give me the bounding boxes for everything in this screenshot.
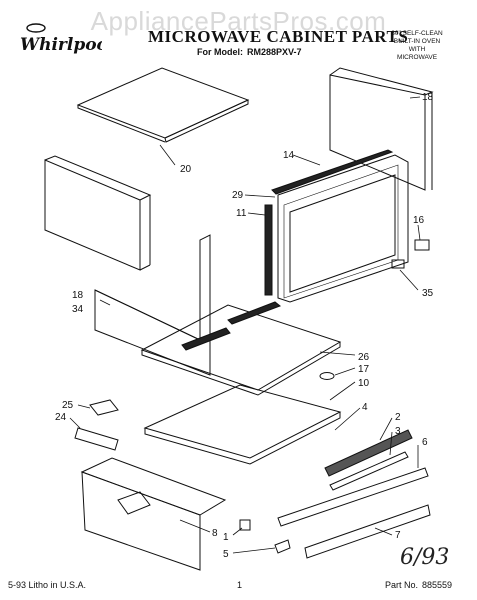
part-number-prefix: Part No. [385,580,419,590]
page-number: 1 [237,580,243,590]
model-prefix: For Model: [197,47,243,57]
product-description: 30" SELF-CLEAN BUILT-IN OVEN WITH MICROW… [372,30,462,62]
filter-part [324,429,413,477]
part-label: 26 [358,352,370,363]
middle-shelf-part [140,301,342,396]
leader-lines [69,96,421,554]
brand-name: Whirlpool [20,35,102,55]
part-label: 18 [72,290,84,301]
part-label: 29 [232,190,244,201]
part-label: 17 [358,364,370,375]
part-label: 2 [395,412,401,423]
subtitle-line: WITH [408,46,426,53]
watermark: AppliancePartsPros.com [90,6,387,36]
subtitle-line: MICROWAVE [396,54,438,61]
catch-part [391,239,430,269]
part-label: 35 [422,288,434,299]
part-label: 4 [362,402,368,413]
page-title: MICROWAVE CABINET PARTS [148,27,409,46]
part-number: Part No.885559 [385,580,456,590]
part-label: 1 [223,532,229,543]
part-label: 8 [212,528,218,539]
part-label: 11 [236,208,247,219]
kick-plate-part [304,504,431,559]
bottom-shelf-part [143,384,342,465]
part-label: 34 [72,304,84,315]
clip-part [274,539,291,554]
part-label: 24 [55,412,67,423]
part-label: 3 [395,426,401,437]
part-label: 18 [422,92,434,103]
part-label: 5 [223,549,229,560]
front-frame-part [277,154,409,303]
part-label: 14 [283,150,295,161]
subtitle-line: BUILT-IN OVEN [393,38,441,45]
part-label: 6 [422,437,428,448]
part-label: 16 [413,215,425,226]
vent-strip-part [271,149,394,195]
grommet-part [319,372,335,380]
whirlpool-logo: Whirlpool [20,23,102,55]
part-label: 25 [62,400,74,411]
rear-panel-part [329,67,434,191]
side-trim-part [264,204,273,296]
footer-litho: 5-93 Litho in U.S.A. [8,580,87,590]
base-tray-part [80,457,227,571]
part-number-value: 885559 [422,580,453,590]
part-label: 10 [358,378,370,389]
top-panel-part [76,67,250,143]
part-label: 7 [395,530,401,541]
strip-part [329,451,409,491]
part-label: 20 [180,164,192,175]
trim-part [277,467,429,527]
model-number: RM288PXV-7 [247,47,302,57]
duct-part [74,427,119,451]
handwritten-date: 6/93 [400,545,450,570]
model-line: For Model: RM288PXV-7 [197,47,306,57]
bracket-part [89,399,119,416]
clip-part [239,519,251,531]
left-side-panel-part [44,155,152,271]
subtitle-line: 30" SELF-CLEAN [391,30,443,37]
